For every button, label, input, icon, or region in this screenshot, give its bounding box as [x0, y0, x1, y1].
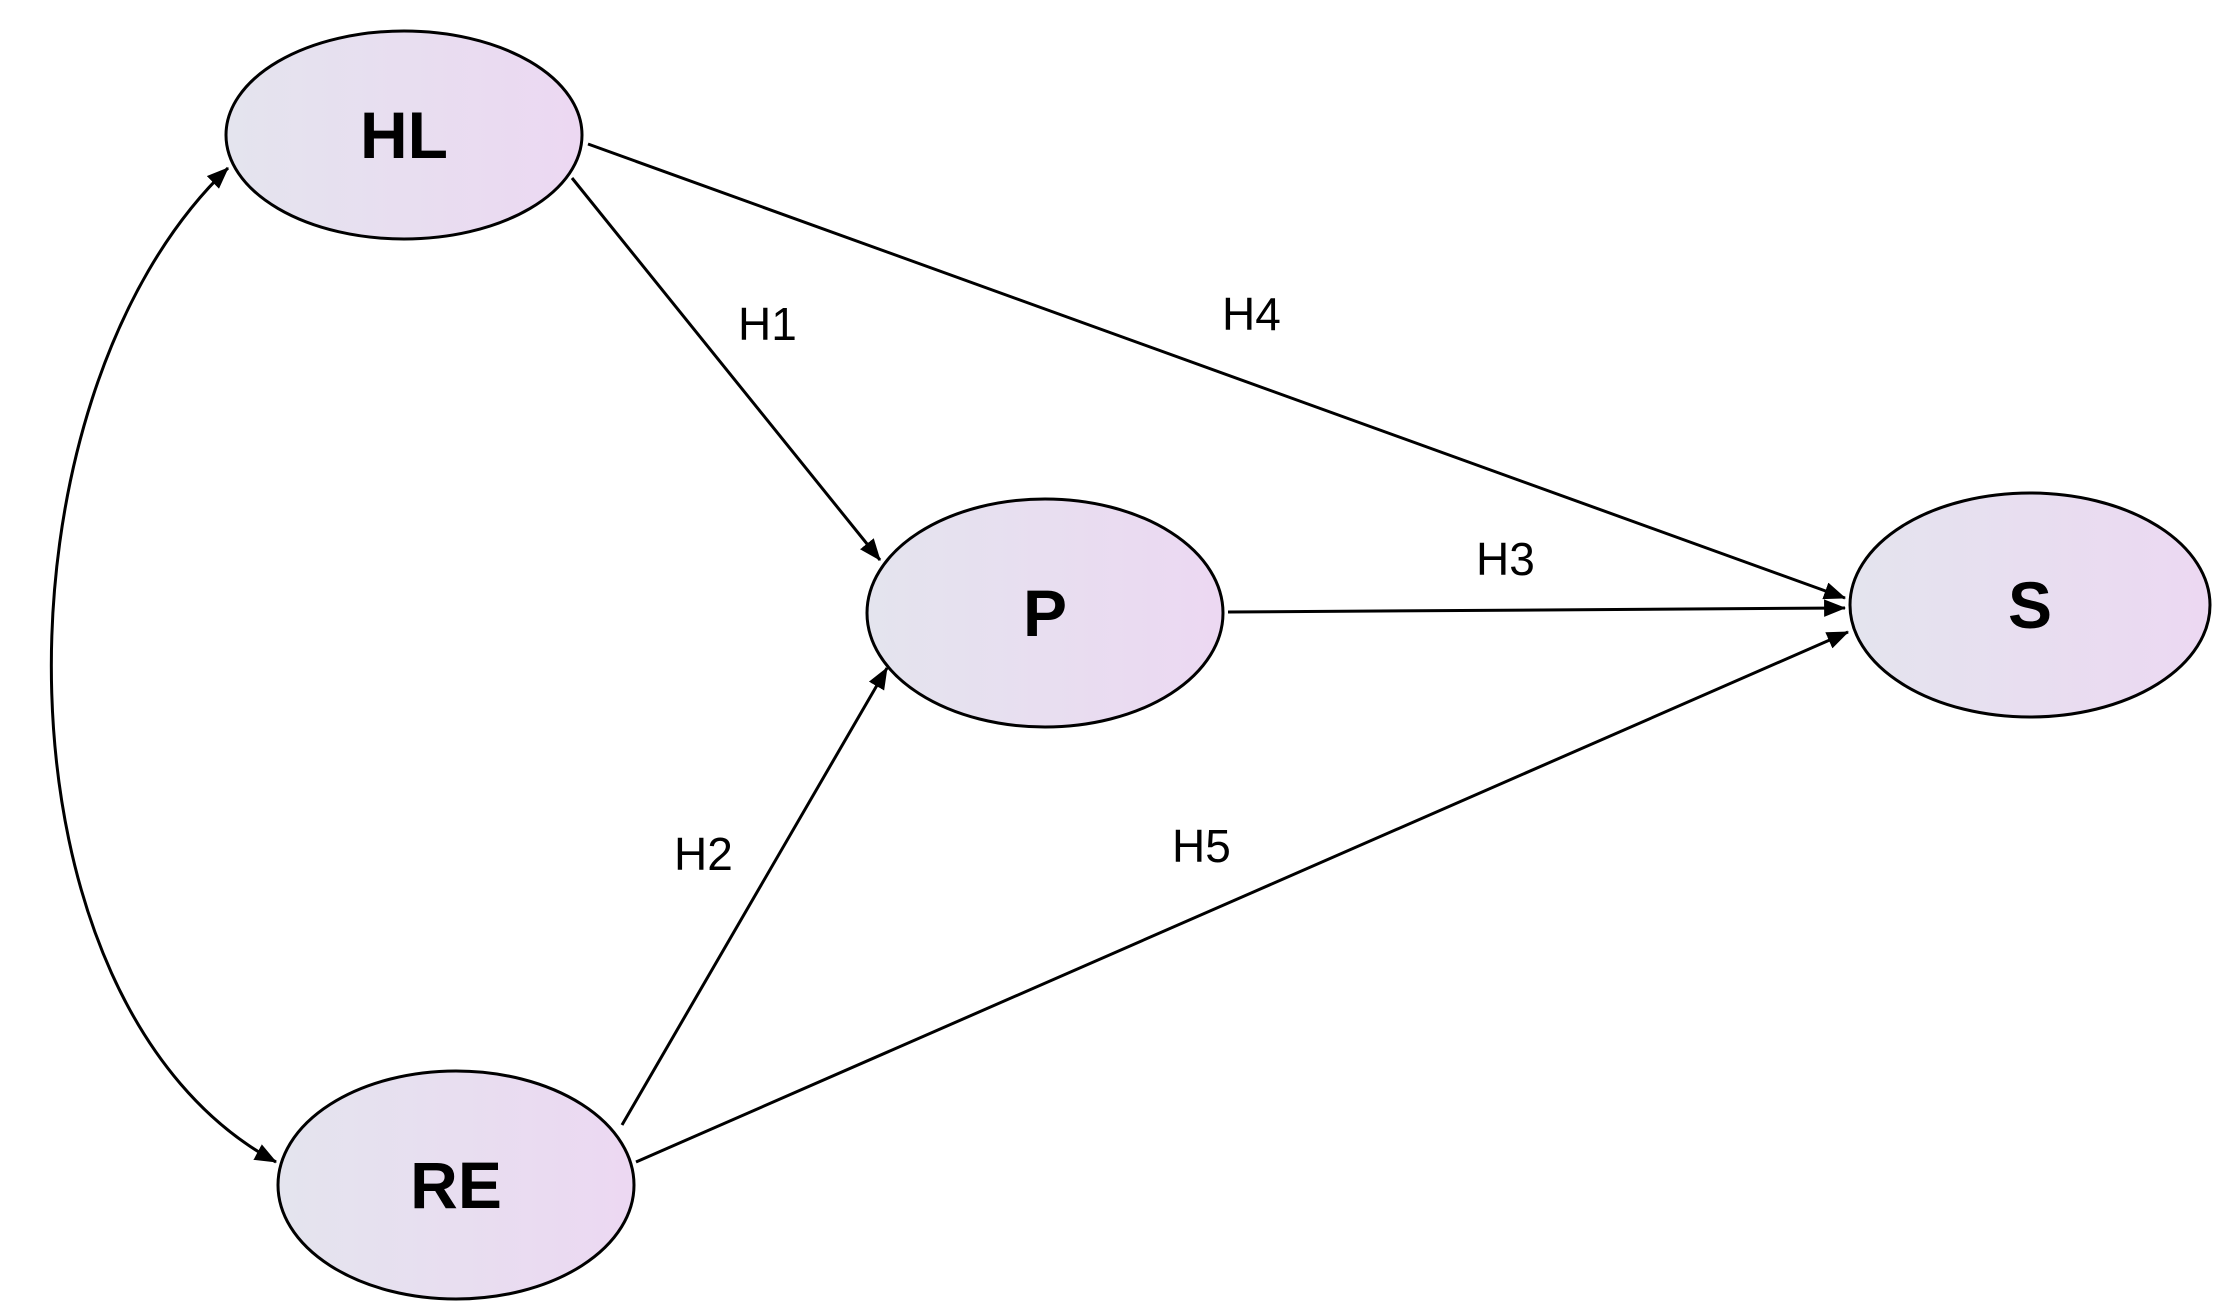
- edge-hl-p: [570, 177, 882, 561]
- node-s: S: [1848, 491, 2212, 719]
- node-re: RE: [276, 1069, 636, 1301]
- node-hl: HL: [224, 29, 584, 241]
- node-label-p: P: [1023, 576, 1067, 650]
- node-p: P: [865, 497, 1225, 729]
- edges: H1 H2 H3 H4 H5: [49, 142, 1850, 1164]
- node-label-re: RE: [410, 1148, 502, 1222]
- edge-re-p: [620, 667, 889, 1126]
- edge-label-h3: H3: [1476, 533, 1535, 585]
- node-label-s: S: [2008, 568, 2052, 642]
- nodes: HL P S RE: [224, 29, 2212, 1301]
- edge-label-h2: H2: [674, 828, 733, 880]
- edge-label-h4: H4: [1222, 288, 1281, 340]
- edge-label-h5: H5: [1172, 820, 1231, 872]
- edge-hl-s: [587, 142, 1847, 600]
- edge-label-h1: H1: [738, 298, 797, 350]
- edge-hl-re: [49, 166, 277, 1164]
- edge-re-s: [635, 630, 1850, 1164]
- node-label-hl: HL: [360, 98, 448, 172]
- edge-p-s: [1227, 599, 1847, 617]
